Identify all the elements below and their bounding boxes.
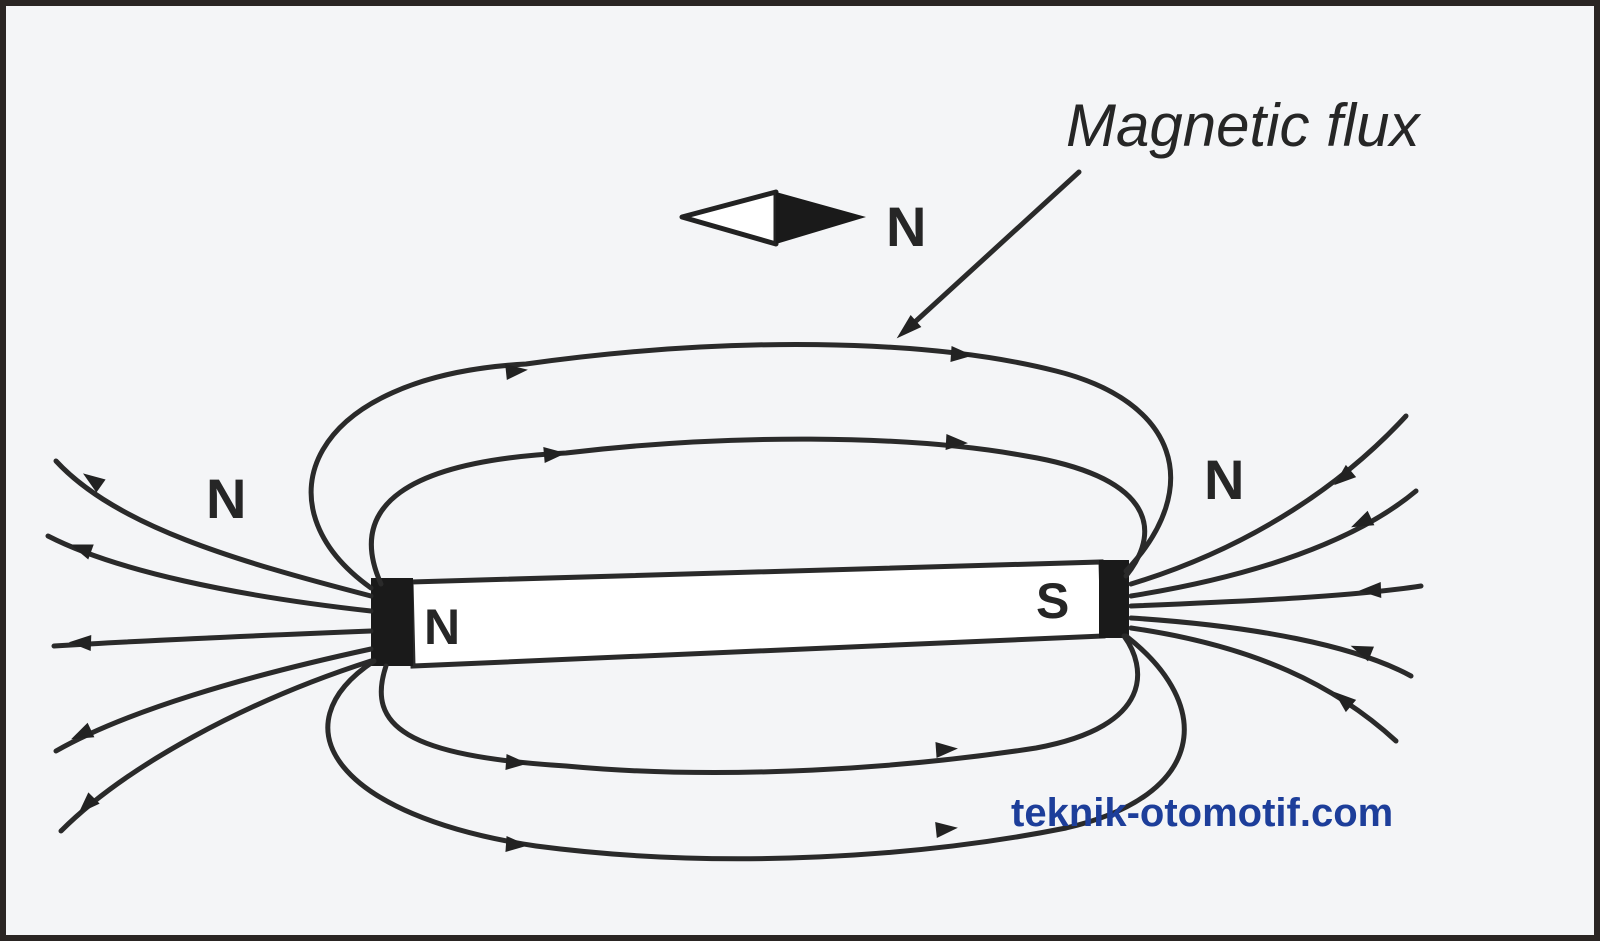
south-field-line-5 <box>1128 625 1399 744</box>
compass-north-label: N <box>886 195 926 258</box>
arrowhead <box>543 447 566 463</box>
magnet-north-pole-label: N <box>424 599 460 655</box>
flux-loop-inner-bottom <box>378 633 1141 775</box>
south-field-lines <box>1128 413 1424 744</box>
arrowhead <box>1351 510 1375 528</box>
magnetic-field-diagram: Magnetic flux N N N N S teknik-otomotif.… <box>45 92 1424 862</box>
watermark: teknik-otomotif.com <box>1011 791 1393 835</box>
arrowhead <box>935 822 958 838</box>
bar-magnet <box>371 559 1129 669</box>
arrowhead <box>505 754 528 770</box>
arrowhead <box>1334 691 1357 713</box>
flux-loop-outer-top <box>308 342 1174 591</box>
bar-magnet-body <box>408 559 1106 669</box>
arrowhead <box>935 742 958 758</box>
north-field-line-4 <box>53 646 374 754</box>
arrowhead <box>1359 582 1382 598</box>
flux-loop-outer-bottom <box>325 633 1187 862</box>
arrowhead <box>71 722 95 740</box>
arrowhead <box>78 792 100 814</box>
arrowhead <box>505 364 528 380</box>
flux-arrowheads <box>69 346 1382 852</box>
south-field-line-3 <box>1128 583 1424 609</box>
south-field-line-1 <box>1128 413 1409 587</box>
south-field-line-4 <box>1128 615 1414 679</box>
arrowhead <box>505 836 528 852</box>
flux-label-leader-line <box>913 169 1082 324</box>
arrowhead <box>950 346 973 362</box>
south-pole-face <box>1099 560 1129 638</box>
leader-arrowhead <box>896 315 922 339</box>
north-field-line-3 <box>51 628 374 649</box>
flux-loops <box>308 342 1187 862</box>
flux-loop-inner-top <box>368 436 1148 587</box>
compass-needle-tail <box>679 189 779 247</box>
arrowhead <box>82 473 106 493</box>
field-north-label-right: N <box>1204 448 1244 511</box>
north-pole-face <box>371 578 413 666</box>
compass-needle-head <box>776 192 866 244</box>
field-north-label-left: N <box>206 467 246 530</box>
arrowhead <box>1334 464 1357 486</box>
arrowhead <box>945 434 968 450</box>
magnetic-flux-label: Magnetic flux <box>1066 92 1421 159</box>
compass-needle-icon <box>679 189 866 247</box>
arrowhead <box>1350 645 1374 662</box>
magnet-south-pole-label: S <box>1036 573 1069 629</box>
arrowhead <box>70 544 94 560</box>
north-field-line-1 <box>53 458 374 599</box>
south-field-line-2 <box>1128 488 1419 599</box>
arrowhead <box>69 635 92 651</box>
